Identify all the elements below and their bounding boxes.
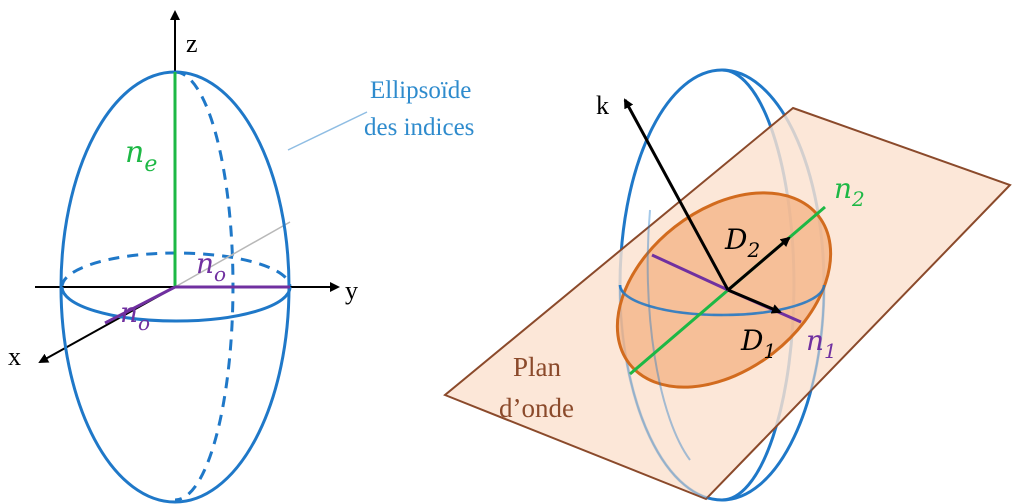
- n1-axis: [651, 253, 729, 292]
- ne-label: ne: [125, 135, 157, 177]
- D2-vector: [727, 236, 791, 292]
- axis-y-label: y: [345, 276, 358, 305]
- k-vector: [623, 98, 730, 291]
- plane-label-line-1: Plan: [513, 352, 562, 382]
- callout-line-2: des indices: [364, 114, 474, 141]
- right-meridian-front: [646, 209, 691, 461]
- plane-label-line-2: d’onde: [499, 393, 574, 423]
- right-outline-lower: [619, 284, 825, 501]
- right-equator-front: [618, 284, 826, 317]
- wave-plane-construction: [443, 68, 1012, 502]
- equator-front: [60, 286, 292, 323]
- D2-label: D2: [724, 223, 760, 262]
- D1-vector: [727, 288, 782, 314]
- callout-pointer: [287, 111, 368, 151]
- k-label: k: [596, 91, 609, 120]
- no-x-semi-axis: [104, 285, 176, 325]
- axis-back-line: [174, 221, 291, 288]
- n1-label: n1: [806, 324, 837, 363]
- D1-label: D1: [740, 324, 776, 363]
- no-y-label: no: [196, 247, 226, 286]
- n2-label: n2: [834, 172, 865, 211]
- index-ellipsoid: [35, 10, 340, 504]
- no-x-label: no: [120, 296, 150, 335]
- axis-z-label: z: [186, 29, 198, 58]
- axis-x-label: x: [8, 342, 21, 371]
- callout-line-1: Ellipsoïde: [370, 77, 471, 104]
